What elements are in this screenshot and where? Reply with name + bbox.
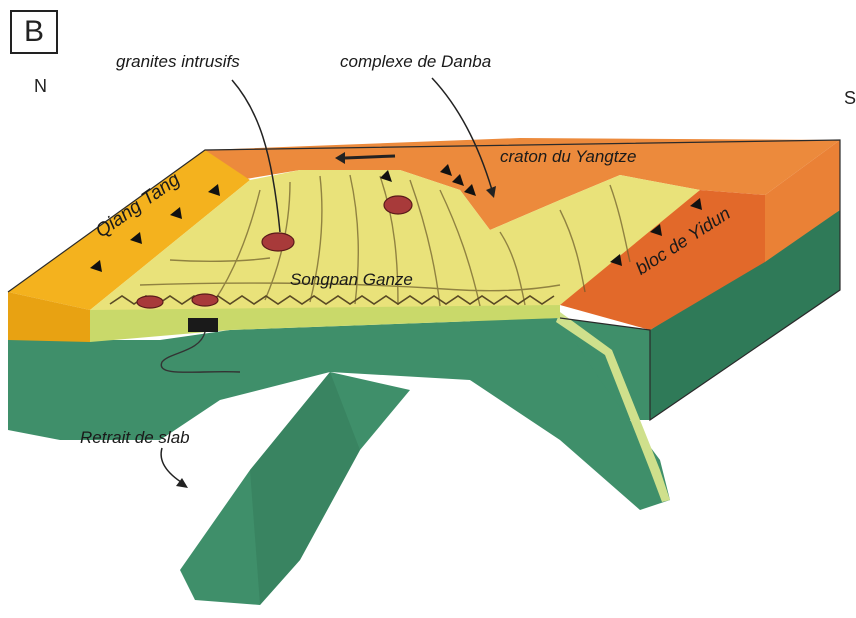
label-granites: granites intrusifs bbox=[116, 52, 240, 72]
compass-south: S bbox=[844, 88, 856, 109]
compass-north: N bbox=[34, 76, 47, 97]
strike-slip-arrow bbox=[345, 156, 395, 158]
panel-letter: B bbox=[24, 15, 44, 49]
granite-3 bbox=[137, 296, 163, 308]
granite-1 bbox=[262, 233, 294, 251]
intrusion-root bbox=[188, 318, 218, 332]
granite-2 bbox=[384, 196, 412, 214]
label-yangtze: craton du Yangtze bbox=[500, 147, 636, 167]
panel-letter-box: B bbox=[10, 10, 58, 54]
label-songpan: Songpan Ganze bbox=[290, 270, 413, 290]
slab-pointer bbox=[161, 448, 184, 484]
label-slab: Retrait de slab bbox=[80, 428, 190, 448]
granite-4 bbox=[192, 294, 218, 306]
label-danba: complexe de Danba bbox=[340, 52, 491, 72]
